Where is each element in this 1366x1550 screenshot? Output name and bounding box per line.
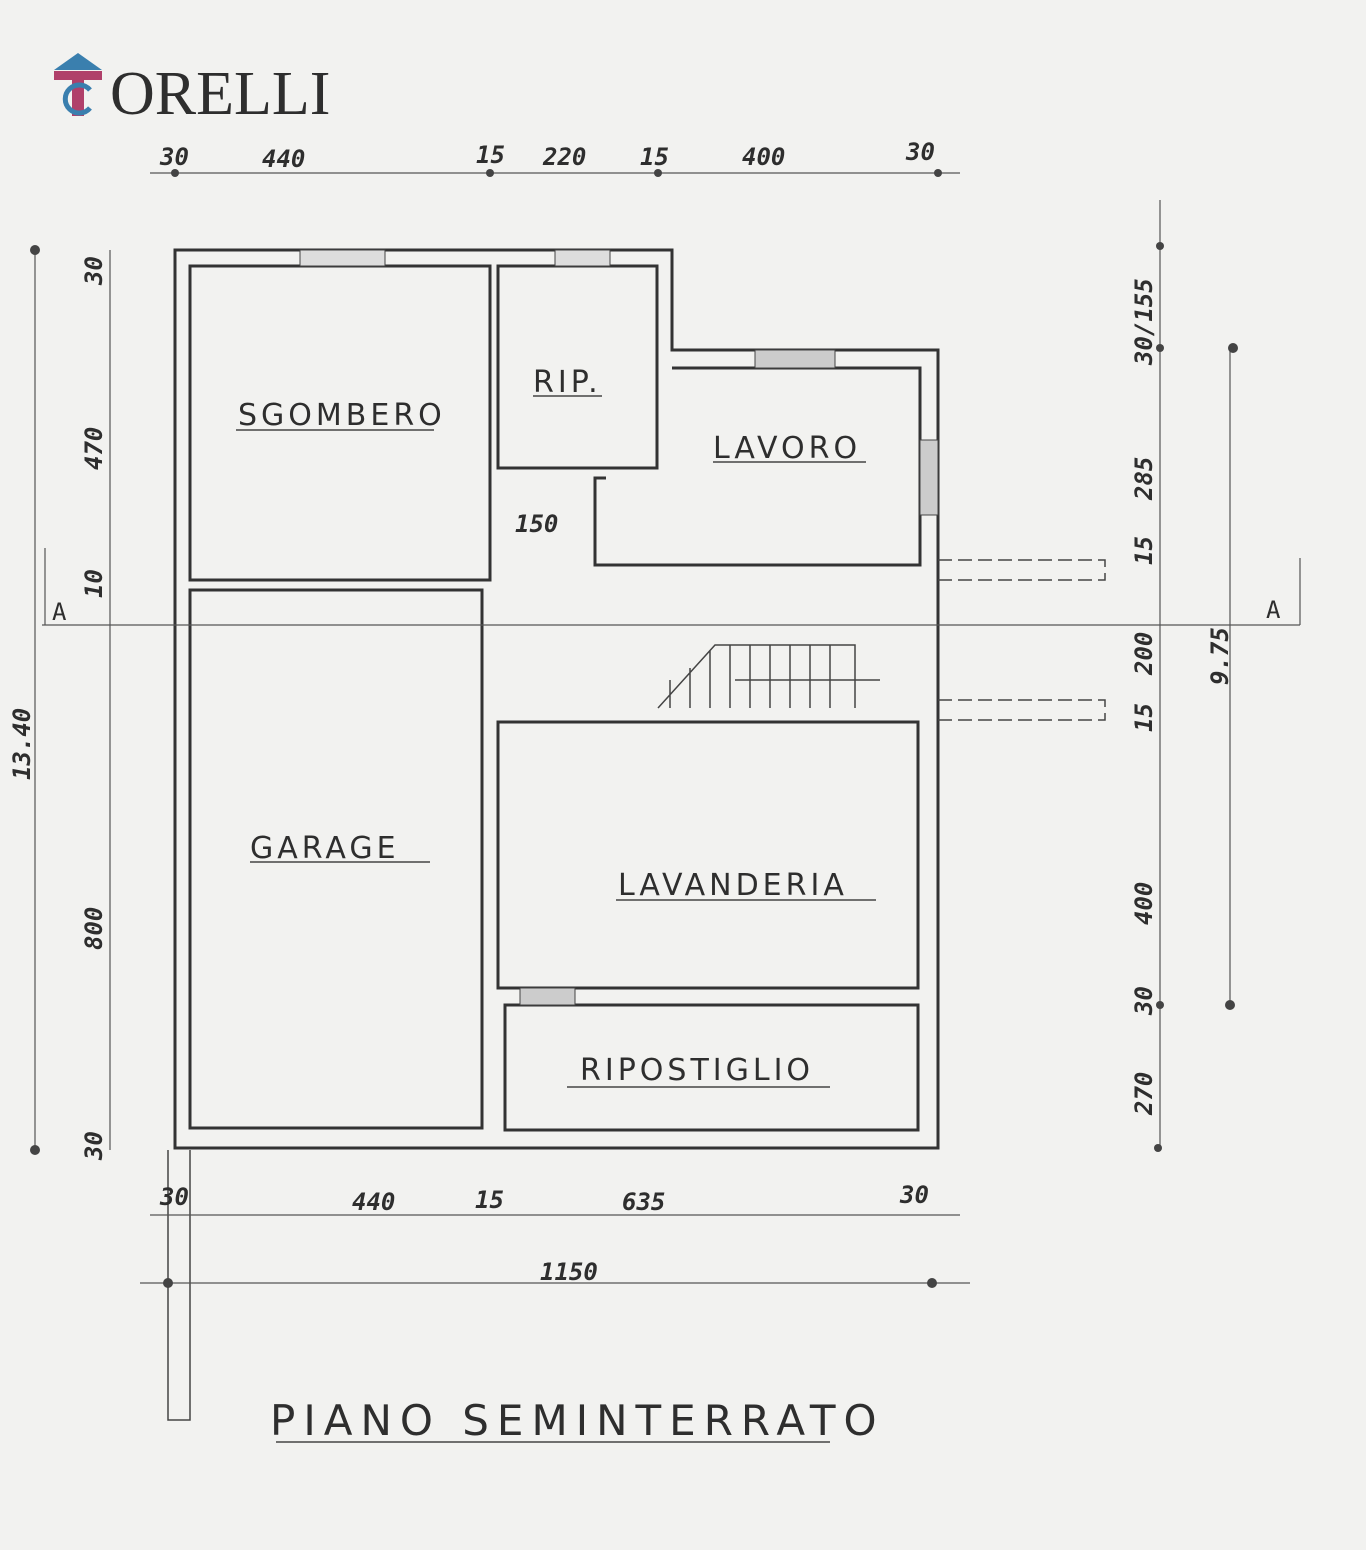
walls <box>167 248 1106 1421</box>
window <box>754 349 836 369</box>
dim-bottom-3: 15 <box>475 1186 504 1214</box>
dim-top-7: 30 <box>905 138 935 166</box>
logo-text: ORELLI <box>110 60 330 120</box>
dim-top-1: 30 <box>159 143 189 171</box>
dim-bottom-2: 440 <box>352 1188 395 1216</box>
dim-right-2: 285 <box>1130 457 1158 501</box>
dim-top-2: 440 <box>262 145 305 173</box>
window <box>554 249 611 267</box>
staircase <box>657 644 880 709</box>
dimension-lines <box>30 169 1238 1288</box>
dim-right-1: 30/155 <box>1130 278 1158 366</box>
dim-top-5: 15 <box>640 143 669 171</box>
dim-bottom-1: 30 <box>159 1183 189 1211</box>
section-line: A A <box>42 548 1301 626</box>
plan-title: PIANO SEMINTERRATO <box>270 1396 885 1445</box>
dim-top-6: 400 <box>742 143 785 171</box>
dim-right-7: 30 <box>1130 986 1158 1016</box>
room-label-rip: RIP. <box>533 365 602 400</box>
section-mark-left: A <box>52 598 67 626</box>
label-underlines <box>236 395 876 1443</box>
dim-left-2: 470 <box>80 427 108 470</box>
logo-roof-icon <box>54 53 102 70</box>
dim-top-3: 15 <box>476 141 505 169</box>
dim-bottom-5: 30 <box>899 1181 929 1209</box>
torelli-logo: ORELLI <box>52 50 352 128</box>
dim-right-6: 400 <box>1130 882 1158 925</box>
room-label-ripostiglio: RIPOSTIGLIO <box>580 1053 814 1088</box>
dim-bottom-4: 635 <box>622 1188 665 1216</box>
dim-left-4: 800 <box>80 907 108 950</box>
dim-total-width: 1150 <box>540 1258 598 1286</box>
dim-left-1: 30 <box>80 256 108 286</box>
room-label-lavanderia: LAVANDERIA <box>618 868 848 903</box>
door-opening <box>519 987 576 1006</box>
section-mark-right: A <box>1266 596 1281 624</box>
dim-left-3: 10 <box>80 569 108 598</box>
window <box>299 249 386 267</box>
room-label-lavoro: LAVORO <box>713 431 861 466</box>
dim-top-4: 220 <box>542 143 586 171</box>
dim-right-8: 270 <box>1130 1072 1158 1116</box>
window <box>919 439 939 516</box>
dim-right-total: 9.75 <box>1206 627 1234 685</box>
dim-right-3: 15 <box>1130 536 1158 565</box>
dim-right-4: 200 <box>1130 632 1158 676</box>
room-label-sgombero: SGOMBERO <box>238 398 446 433</box>
dim-right-5: 15 <box>1130 703 1158 732</box>
room-label-garage: GARAGE <box>250 831 400 866</box>
dim-left-total: 13.40 <box>8 708 36 780</box>
dim-corridor: 150 <box>515 510 558 538</box>
dim-left-5: 30 <box>80 1131 108 1161</box>
